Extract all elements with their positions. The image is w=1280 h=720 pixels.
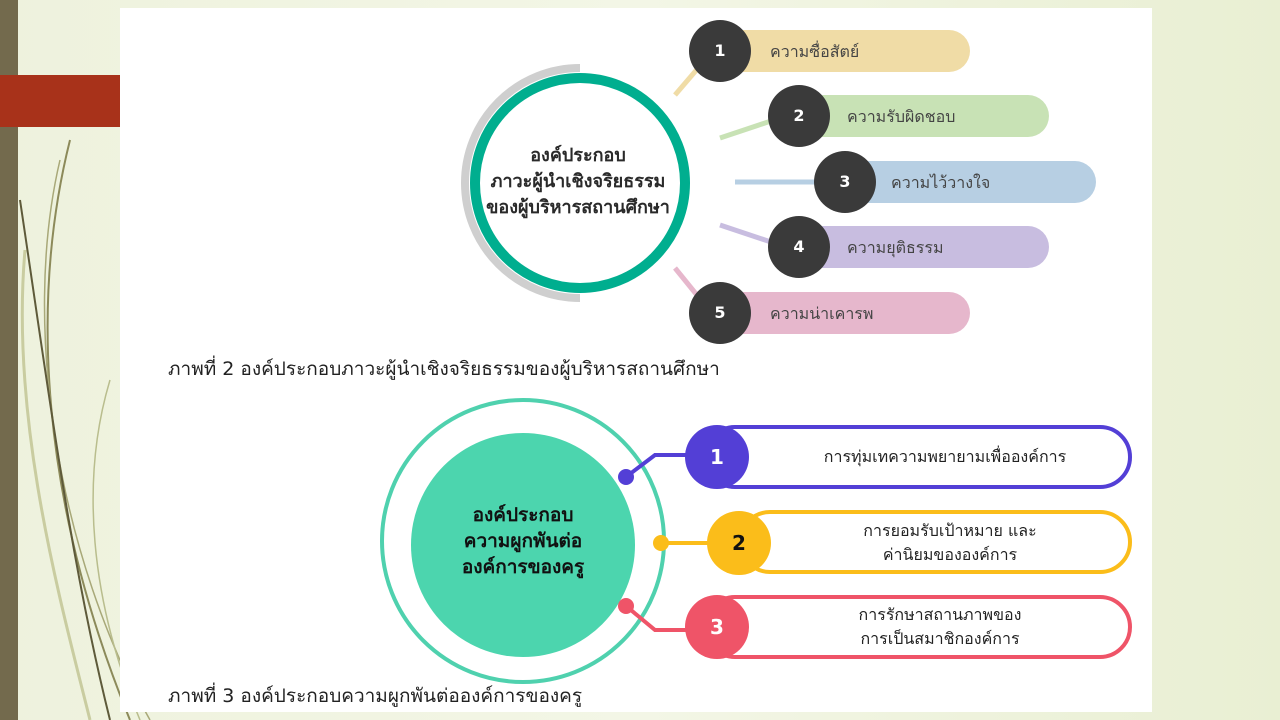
pill-5 <box>720 292 970 334</box>
item-label-line: การรักษาสถานภาพของ <box>858 605 1022 624</box>
item-number: 5 <box>714 303 726 322</box>
grey-arc <box>461 64 581 302</box>
item-label: การรักษาสถานภาพของ การเป็นสมาชิกองค์การ <box>750 603 1130 651</box>
figure-3-caption: ภาพที่ 3 องค์ประกอบความผูกพันต่อองค์การข… <box>168 685 583 707</box>
item-number: 3 <box>710 615 724 639</box>
item-label: ความรับผิดชอบ <box>847 107 956 126</box>
slide-accent-bar <box>0 75 120 127</box>
item-label-line: การเป็นสมาชิกองค์การ <box>860 629 1020 648</box>
center-line: ความผูกพันต่อ <box>463 530 583 552</box>
pill-3 <box>845 161 1096 203</box>
center-line: องค์การของครู <box>461 556 585 578</box>
inner-circle <box>411 433 635 657</box>
pill-1 <box>720 30 970 72</box>
item-label: ความน่าเคารพ <box>770 304 874 323</box>
item-label: ความไว้วางใจ <box>891 173 991 192</box>
item-label-line: ค่านิยมขององค์การ <box>882 545 1018 564</box>
item-label: การทุ่มเทความพยายามเพื่อองค์การ <box>823 447 1067 466</box>
item-label: ความยุติธรรม <box>847 238 944 257</box>
pill-2 <box>799 95 1049 137</box>
decorative-curves <box>19 139 151 720</box>
figure-2-caption: ภาพที่ 2 องค์ประกอบภาวะผู้นำเชิงจริยธรรม… <box>168 358 720 380</box>
center-line: องค์ประกอบ <box>530 145 626 166</box>
item-number: 2 <box>732 531 746 555</box>
slide-left-strip <box>0 0 18 720</box>
item-number: 1 <box>714 41 726 60</box>
pill-4 <box>799 226 1049 268</box>
item-label: ความซื่อสัตย์ <box>770 42 860 61</box>
center-line: ของผู้บริหารสถานศึกษา <box>486 197 670 218</box>
item-number: 3 <box>839 172 851 191</box>
item-number: 4 <box>793 237 805 256</box>
item-label-line: การยอมรับเป้าหมาย และ <box>863 521 1037 540</box>
item-label: การยอมรับเป้าหมาย และ ค่านิยมขององค์การ <box>770 519 1130 567</box>
figure-3-center-text: องค์ประกอบ ความผูกพันต่อ องค์การของครู <box>413 502 633 580</box>
center-line: องค์ประกอบ <box>472 504 574 526</box>
figure-2-center-text: องค์ประกอบ ภาวะผู้นำเชิงจริยธรรม ของผู้บ… <box>445 143 711 221</box>
center-line: ภาวะผู้นำเชิงจริยธรรม <box>490 171 666 192</box>
center-circle <box>470 73 690 293</box>
item-number: 1 <box>710 445 724 469</box>
item-number: 2 <box>793 106 805 125</box>
